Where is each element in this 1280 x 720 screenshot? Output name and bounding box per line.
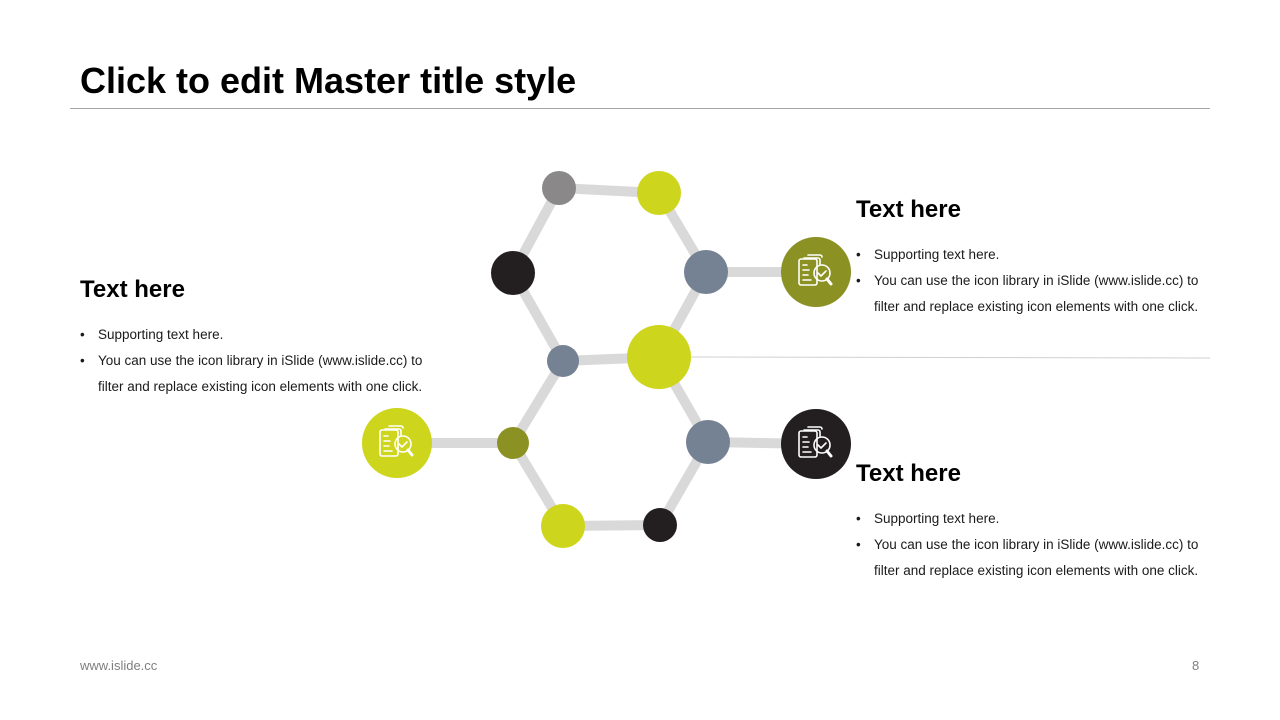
block-heading: Text here xyxy=(80,276,185,303)
slide-title[interactable]: Click to edit Master title style xyxy=(80,60,577,101)
node xyxy=(491,251,535,295)
node xyxy=(637,171,681,215)
footer-url: www.islide.cc xyxy=(80,658,158,673)
bullet-item: Supporting text here. xyxy=(80,322,440,348)
icon-circle-bottom-right xyxy=(781,409,851,479)
text-block-left[interactable]: Text here Supporting text here. You can … xyxy=(80,276,440,400)
icon-circle-left xyxy=(362,408,432,478)
bullet-item: Supporting text here. xyxy=(856,506,1206,532)
node xyxy=(542,171,576,205)
text-block-top-right[interactable]: Text here Supporting text here. You can … xyxy=(856,196,1206,320)
bullet-item: You can use the icon library in iSlide (… xyxy=(856,268,1206,320)
text-block-bottom-right[interactable]: Text here Supporting text here. You can … xyxy=(856,460,1206,584)
block-heading: Text here xyxy=(856,196,961,223)
bullet-item: Supporting text here. xyxy=(856,242,1206,268)
bullet-item: You can use the icon library in iSlide (… xyxy=(856,532,1206,584)
bullet-item: You can use the icon library in iSlide (… xyxy=(80,348,440,400)
node-center xyxy=(627,325,691,389)
node xyxy=(684,250,728,294)
title-divider xyxy=(70,108,1210,109)
icon-circle-top-right xyxy=(781,237,851,307)
divider-line xyxy=(689,356,1211,359)
node xyxy=(547,345,579,377)
node xyxy=(686,420,730,464)
node xyxy=(497,427,529,459)
page-number: 8 xyxy=(1192,658,1200,673)
node xyxy=(541,504,585,548)
block-heading: Text here xyxy=(856,460,961,487)
node xyxy=(643,508,677,542)
